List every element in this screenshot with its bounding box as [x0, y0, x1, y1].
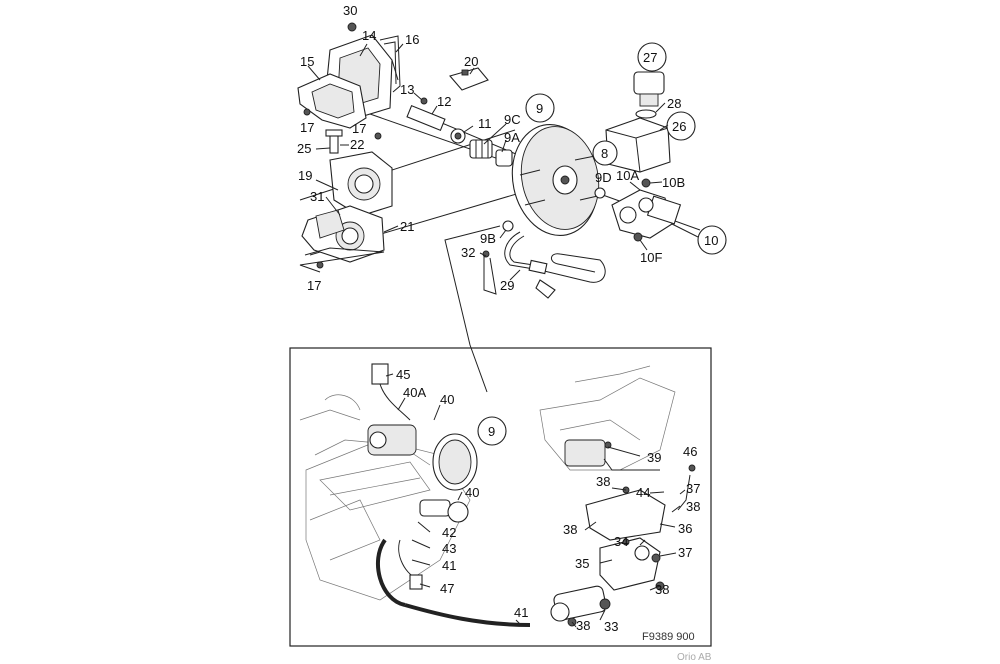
label-10a: 10A [616, 168, 639, 183]
seal-part-9b [502, 220, 514, 232]
seal-ring-part-28 [635, 109, 657, 119]
label-9b: 9B [480, 231, 496, 246]
label-46: 46 [683, 444, 697, 459]
label-38-e: 38 [576, 618, 590, 633]
label-27: 27 [643, 50, 657, 65]
label-45: 45 [396, 367, 410, 382]
bellows-part-9c [469, 139, 493, 159]
label-28: 28 [667, 96, 681, 111]
label-41-b: 41 [514, 605, 528, 620]
label-47: 47 [440, 581, 454, 596]
label-21: 21 [400, 219, 414, 234]
label-33: 33 [604, 619, 618, 634]
label-44: 44 [636, 485, 650, 500]
figure-code: F9389 900 [642, 631, 695, 643]
label-40-b: 40 [465, 485, 479, 500]
reservoir-cap-part-27 [633, 71, 665, 107]
label-15: 15 [300, 54, 314, 69]
label-11: 11 [478, 116, 492, 131]
label-38-d: 38 [655, 582, 669, 597]
master-cylinder-part-10 [611, 178, 682, 242]
upper-exploded-view [297, 22, 727, 393]
hose-clip-part-32 [482, 250, 497, 295]
brake-pipe-part-29 [504, 231, 606, 299]
bolt-part-22 [325, 129, 343, 154]
nut-part-17c [316, 261, 324, 269]
label-14: 14 [362, 28, 376, 43]
label-8: 8 [601, 146, 608, 161]
label-12: 12 [437, 94, 451, 109]
bracket-part-21 [301, 205, 385, 263]
slave-cylinder [550, 585, 611, 627]
nut-part-17b [374, 132, 382, 140]
bracket-part-19 [329, 151, 393, 217]
label-36: 36 [678, 521, 692, 536]
label-10b: 10B [662, 175, 685, 190]
label-30: 30 [343, 3, 357, 18]
label-32: 32 [461, 245, 475, 260]
label-39: 39 [647, 450, 661, 465]
label-10: 10 [704, 233, 718, 248]
label-38-a: 38 [596, 474, 610, 489]
label-9a: 9A [504, 130, 520, 145]
label-40a: 40A [403, 385, 426, 400]
bracket-part-15 [297, 73, 367, 129]
label-25: 25 [297, 141, 311, 156]
label-13: 13 [400, 82, 414, 97]
label-22: 22 [350, 137, 364, 152]
pin-part-12 [406, 97, 446, 132]
label-38-c: 38 [563, 522, 577, 537]
engine-bay-left-sketch [299, 363, 531, 627]
strap-part-16 [379, 35, 401, 93]
seal-part-9d [594, 187, 606, 199]
label-26: 26 [672, 119, 686, 134]
label-43: 43 [442, 541, 456, 556]
installation-inset [289, 347, 712, 647]
brake-booster-part-9 [511, 123, 603, 237]
label-42: 42 [442, 525, 456, 540]
label-9-top: 9 [536, 101, 543, 116]
label-17-a: 17 [300, 120, 314, 135]
label-17-b: 17 [352, 121, 366, 136]
watermark: Orio AB [677, 652, 712, 663]
label-35: 35 [575, 556, 589, 571]
label-9d: 9D [595, 170, 612, 185]
fluid-reservoir-part-26 [605, 117, 671, 173]
label-29: 29 [500, 278, 514, 293]
label-9-inset: 9 [488, 424, 495, 439]
clip-part-20 [449, 67, 489, 91]
label-31: 31 [310, 189, 324, 204]
label-37-a: 37 [686, 481, 700, 496]
nut-part-30 [347, 22, 357, 32]
label-38-b: 38 [686, 499, 700, 514]
label-34: 34 [614, 534, 628, 549]
label-41-a: 41 [442, 558, 456, 573]
label-37-b: 37 [678, 545, 692, 560]
label-19: 19 [298, 168, 312, 183]
boot-part-9a [495, 149, 513, 167]
nut-part-17a [303, 108, 311, 116]
part-number-labels: 30 14 16 15 20 27 13 12 9 28 17 17 11 9C… [297, 3, 718, 634]
label-9c: 9C [504, 112, 521, 127]
label-16: 16 [405, 32, 419, 47]
label-10f: 10F [640, 250, 662, 265]
seal-part-11 [450, 128, 466, 144]
label-17-c: 17 [307, 278, 321, 293]
label-40: 40 [440, 392, 454, 407]
engine-bay-right-sketch [539, 365, 696, 627]
label-20: 20 [464, 54, 478, 69]
